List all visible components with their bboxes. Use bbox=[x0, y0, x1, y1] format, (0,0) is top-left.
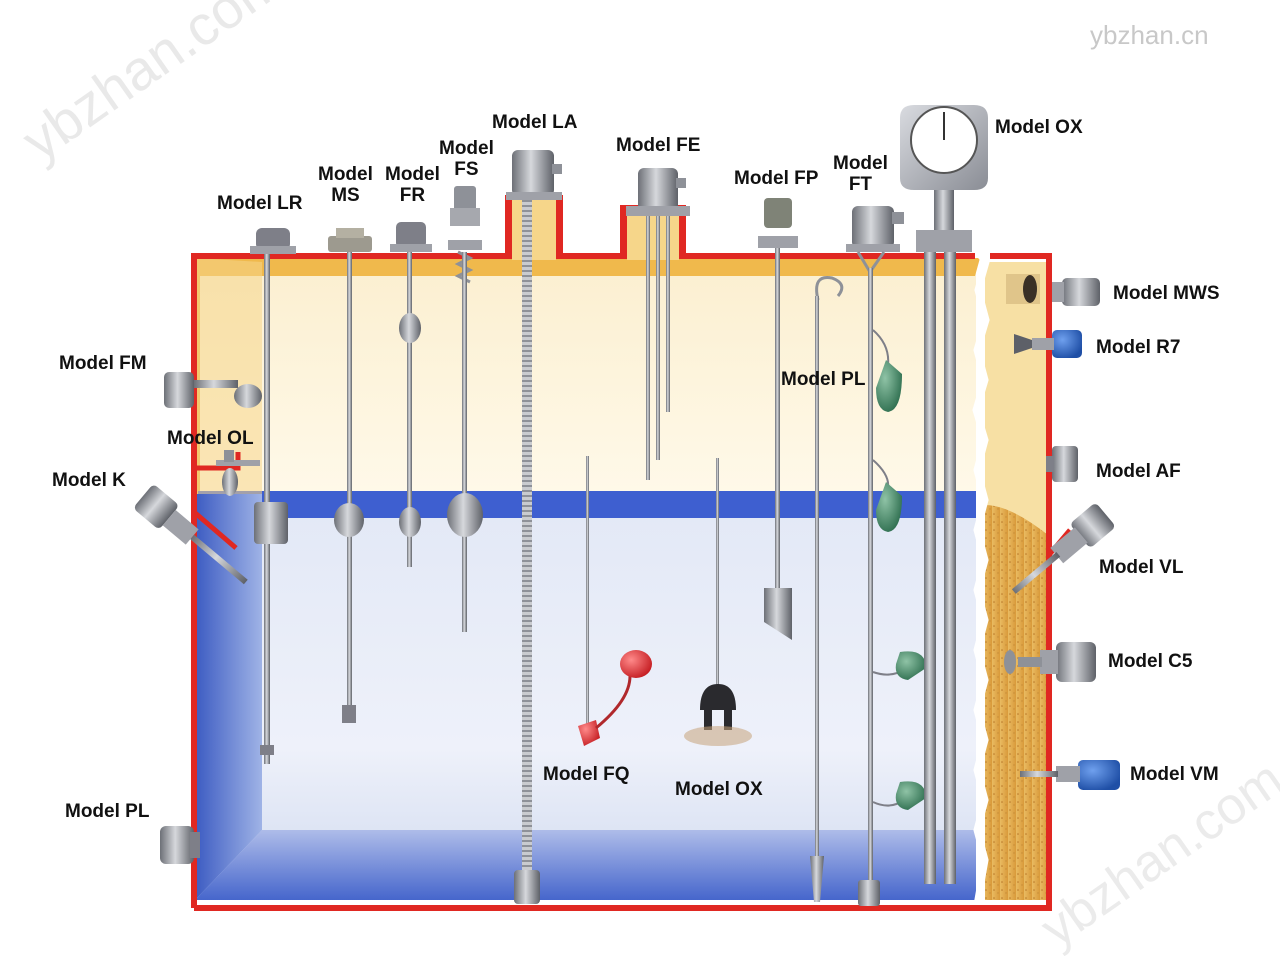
model-r7-device bbox=[1014, 330, 1082, 358]
model-fe-device bbox=[626, 168, 690, 480]
model-fs-device bbox=[447, 186, 483, 632]
model-ol-device bbox=[216, 450, 260, 496]
left-notch bbox=[194, 452, 241, 471]
model-ft-device bbox=[846, 206, 926, 906]
model-lr-device bbox=[250, 228, 296, 764]
tank-frame bbox=[191, 253, 1052, 911]
model-la-device bbox=[506, 150, 562, 904]
label-model-vl: Model VL bbox=[1099, 557, 1184, 578]
model-fr-device bbox=[390, 222, 432, 567]
nozzle-la-inner bbox=[512, 200, 556, 260]
model-ms-device bbox=[328, 228, 372, 723]
liquid-floor bbox=[195, 830, 976, 900]
model-fq-device bbox=[578, 456, 652, 746]
tank-back-wall-headspace bbox=[198, 262, 976, 494]
tank-top-band bbox=[195, 258, 980, 276]
tank bbox=[191, 195, 1072, 911]
model-vl-device bbox=[1011, 504, 1115, 594]
label-model-ox-bottom: Model OX bbox=[675, 779, 763, 800]
label-model-k: Model K bbox=[52, 470, 126, 491]
liquid-left-wall-edge bbox=[195, 518, 262, 900]
label-model-pl-mid: Model PL bbox=[781, 369, 866, 390]
model-vm-device bbox=[1020, 760, 1120, 790]
label-model-ft: Model FT bbox=[833, 153, 888, 195]
model-pl-bottom-device bbox=[160, 826, 200, 864]
nozzle-fe-inner bbox=[627, 210, 679, 260]
label-model-fs: Model FS bbox=[439, 138, 494, 180]
label-model-ol: Model OL bbox=[167, 428, 254, 449]
label-model-fq: Model FQ bbox=[543, 764, 630, 785]
label-model-c5: Model C5 bbox=[1108, 651, 1193, 672]
model-fp-device bbox=[758, 198, 798, 640]
model-ox-top-device bbox=[900, 105, 988, 884]
model-af-device bbox=[1046, 446, 1078, 482]
model-ox-bottom-device bbox=[684, 458, 752, 746]
model-pl-mid-device bbox=[810, 275, 844, 902]
cutaway-edge bbox=[972, 247, 990, 906]
model-c5-device bbox=[1004, 642, 1096, 682]
label-model-r7: Model R7 bbox=[1096, 337, 1181, 358]
label-model-fp: Model FP bbox=[734, 168, 819, 189]
label-model-fe: Model FE bbox=[616, 135, 701, 156]
label-model-pl-bottom: Model PL bbox=[65, 801, 150, 822]
left-headspace-wall bbox=[195, 258, 262, 494]
label-model-lr: Model LR bbox=[217, 193, 303, 214]
label-model-fm: Model FM bbox=[59, 353, 147, 374]
left-notch-liq bbox=[192, 510, 238, 550]
label-model-vm: Model VM bbox=[1130, 764, 1219, 785]
label-model-mws: Model MWS bbox=[1113, 283, 1220, 304]
granular-material bbox=[985, 505, 1048, 900]
model-k-device bbox=[134, 485, 248, 585]
label-model-af: Model AF bbox=[1096, 461, 1181, 482]
label-model-fr: Model FR bbox=[385, 164, 440, 206]
model-mws-device bbox=[1006, 274, 1100, 306]
watermark-corner: ybzhan.cn bbox=[1090, 20, 1209, 50]
model-fm-device bbox=[164, 372, 262, 408]
label-model-ms: Model MS bbox=[318, 164, 373, 206]
label-model-ox-top: Model OX bbox=[995, 117, 1083, 138]
label-model-la: Model LA bbox=[492, 112, 578, 133]
